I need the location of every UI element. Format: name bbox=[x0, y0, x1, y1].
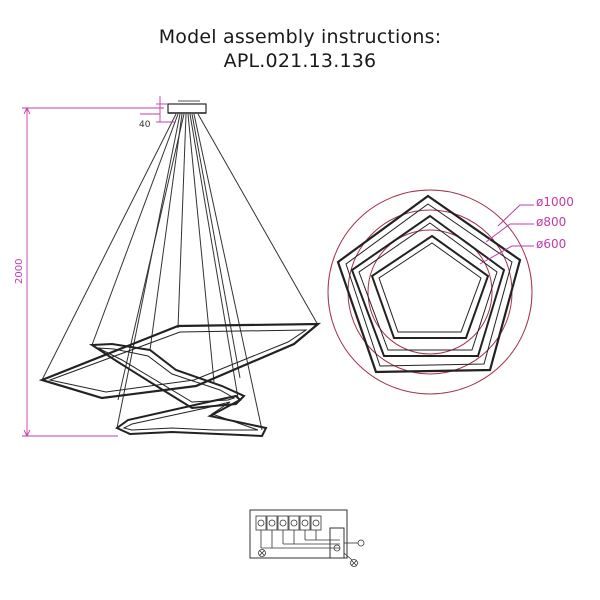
middle-circle bbox=[347, 209, 513, 375]
height-dimension bbox=[22, 106, 164, 438]
pentagon-medium bbox=[350, 214, 506, 357]
suspension-cables bbox=[41, 113, 319, 431]
diameter-label-800: ø800 bbox=[536, 215, 566, 229]
wiring-diagram bbox=[249, 509, 365, 567]
side-elevation bbox=[38, 103, 322, 438]
lamp-icon bbox=[258, 549, 266, 557]
height-label: 2000 bbox=[14, 259, 25, 284]
supply-icon bbox=[357, 539, 365, 547]
pentagon-small bbox=[370, 234, 490, 339]
canopy-offset-label: 40 bbox=[139, 120, 151, 130]
diameter-leaders bbox=[479, 204, 534, 265]
frame-large bbox=[38, 322, 322, 400]
diameter-label-1000: ø1000 bbox=[536, 195, 574, 209]
frame-small bbox=[115, 394, 268, 438]
top-view bbox=[327, 189, 533, 395]
outer-circle bbox=[327, 189, 533, 395]
terminal-block bbox=[255, 515, 322, 531]
canopy bbox=[167, 103, 207, 114]
inner-circle bbox=[367, 229, 493, 355]
frame-medium bbox=[88, 342, 246, 410]
model-number: APL.021.13.136 bbox=[223, 50, 377, 72]
pentagon-large bbox=[336, 194, 522, 374]
output-lamp-icon bbox=[350, 559, 358, 567]
diagram-title: Model assembly instructions: bbox=[158, 26, 442, 48]
canopy-dimension bbox=[140, 96, 200, 123]
diameter-label-600: ø600 bbox=[536, 237, 566, 251]
